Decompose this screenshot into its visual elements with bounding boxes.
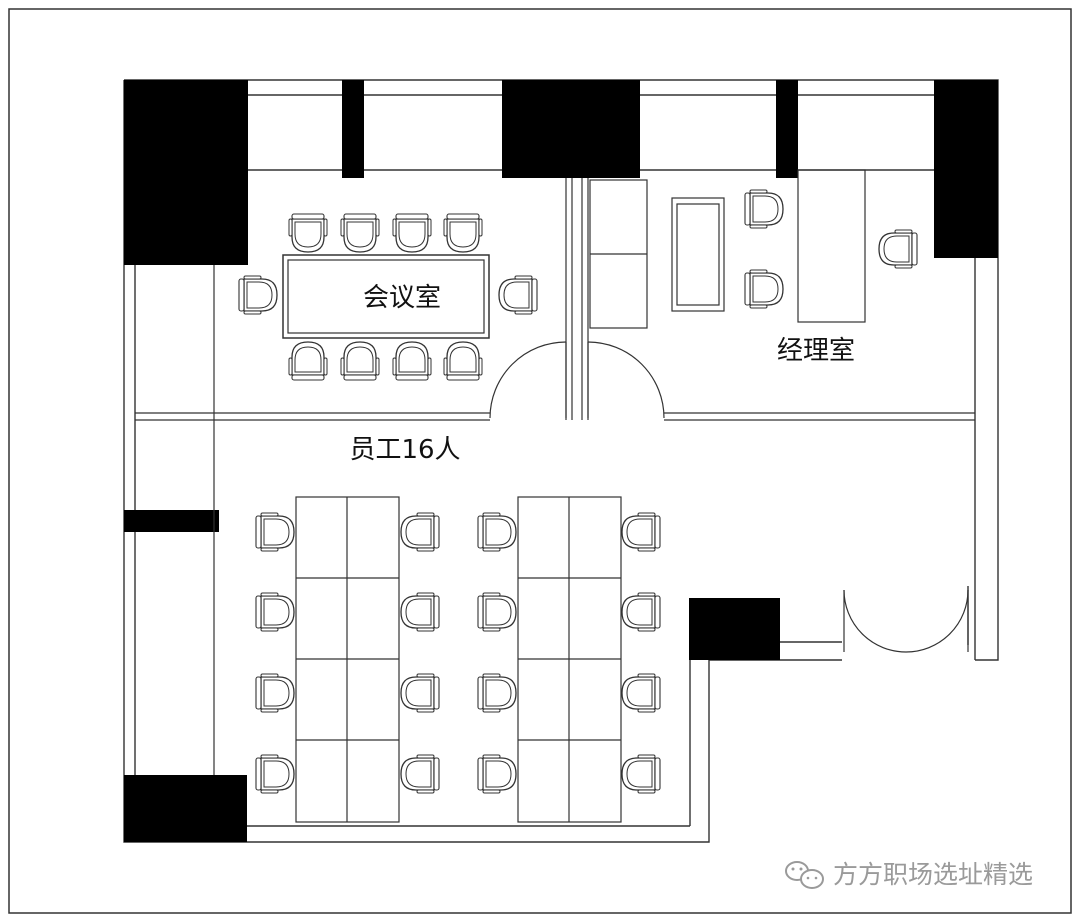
manager-furniture	[589, 169, 866, 329]
staff-chair	[477, 754, 517, 794]
visitor-chair	[744, 269, 784, 309]
doors	[489, 341, 969, 653]
meeting-table	[282, 254, 490, 339]
watermark: 方方职场选址精选	[785, 860, 1033, 889]
staff-chair	[477, 512, 517, 552]
staff-desks	[295, 496, 622, 823]
staff-chair	[400, 592, 440, 632]
exterior-walls	[123, 79, 999, 843]
meeting-room-label: 会议室	[363, 283, 441, 313]
staff-chair	[621, 592, 661, 632]
staff-chair	[400, 512, 440, 552]
staff-area-label: 员工16人	[349, 435, 460, 465]
structural-columns	[124, 80, 998, 842]
chairs	[238, 189, 918, 794]
meeting-chair-top	[288, 213, 328, 253]
meeting-chair-top	[340, 213, 380, 253]
meeting-chair-bottom	[443, 341, 483, 381]
staff-chair	[255, 512, 295, 552]
watermark-text: 方方职场选址精选	[833, 860, 1033, 889]
staff-chair	[400, 754, 440, 794]
meeting-chair-top	[392, 213, 432, 253]
meeting-chair-bottom	[340, 341, 380, 381]
meeting-chair-top	[443, 213, 483, 253]
staff-chair	[621, 673, 661, 713]
meeting-chair-bottom	[392, 341, 432, 381]
staff-chair	[255, 673, 295, 713]
staff-chair	[621, 754, 661, 794]
staff-chair	[400, 673, 440, 713]
manager-room-label: 经理室	[777, 336, 855, 366]
manager-chair	[878, 229, 918, 269]
meeting-chair-bottom	[288, 341, 328, 381]
staff-chair	[255, 592, 295, 632]
staff-chair	[621, 512, 661, 552]
staff-chair	[477, 673, 517, 713]
staff-chair	[255, 754, 295, 794]
staff-chair	[477, 592, 517, 632]
meeting-chair-left	[238, 275, 278, 315]
wechat-logo-icon	[785, 861, 824, 889]
visitor-chair	[744, 189, 784, 229]
meeting-chair-right	[498, 275, 538, 315]
